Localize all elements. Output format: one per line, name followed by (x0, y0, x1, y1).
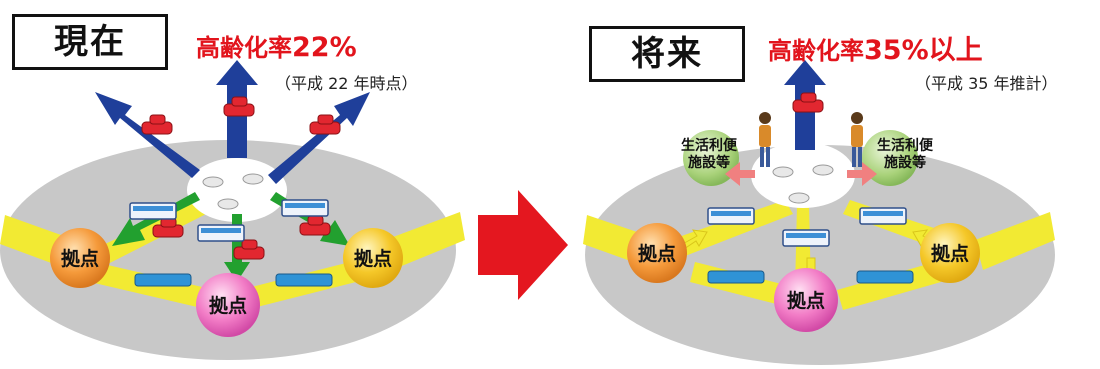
area-ellipse (585, 145, 1055, 365)
panel-future: 生活利便 施設等 生活利便 施設等 (575, 0, 1100, 369)
trains (707, 270, 914, 284)
current-diagram: 拠点 拠点 拠点 (0, 60, 465, 360)
trains (134, 273, 333, 287)
cars (141, 96, 341, 260)
center-town (751, 142, 855, 208)
town-bumps (202, 173, 264, 210)
walker-right (851, 112, 863, 167)
facility-right-line2: 施設等 (884, 154, 926, 171)
hub-left-label: 拠点 (638, 242, 676, 265)
center-town (187, 158, 287, 222)
area-ellipse (0, 140, 456, 360)
facility-left-line1: 生活利便 (681, 137, 738, 154)
future-diagram: 生活利便 施設等 生活利便 施設等 (583, 60, 1055, 365)
town-bumps (772, 164, 834, 204)
car (792, 92, 824, 113)
bus-windows (711, 211, 903, 238)
current-note: （平成 22 年時点） (275, 74, 418, 93)
hub-right-label: 拠点 (354, 247, 392, 270)
facility-right (862, 130, 918, 186)
transition-arrow-icon (478, 190, 568, 300)
facility-left (683, 130, 739, 186)
hub-right (920, 223, 980, 283)
current-title: 現在 (12, 14, 168, 70)
bus-windows (133, 203, 325, 233)
panel-current: 拠点 拠点 拠点 現在 高齢化率22% （平成 22 年時点） (0, 0, 470, 369)
hub-left-label: 拠点 (61, 247, 99, 270)
hub-left (50, 228, 110, 288)
aging-label: 高齢化率 (768, 37, 864, 65)
facility-left-line2: 施設等 (688, 154, 730, 171)
hub-center-label: 拠点 (209, 294, 247, 317)
future-aging-rate: 高齢化率35%以上 (768, 28, 983, 67)
aging-label: 高齢化率 (196, 34, 292, 62)
hub-center (196, 273, 260, 337)
hub-left (627, 223, 687, 283)
aging-value: 22% (292, 32, 357, 63)
hub-right-label: 拠点 (931, 242, 969, 265)
future-title: 将来 (589, 26, 745, 82)
future-note: （平成 35 年推計） (915, 74, 1058, 93)
walk-arrows (725, 162, 877, 186)
aging-value: 35%以上 (864, 35, 983, 66)
hub-center-label: 拠点 (787, 289, 825, 312)
facility-right-line1: 生活利便 (877, 137, 934, 154)
hub-center (774, 268, 838, 332)
walker-left (759, 112, 771, 167)
current-aging-rate: 高齢化率22% (196, 28, 357, 63)
hub-right (343, 228, 403, 288)
